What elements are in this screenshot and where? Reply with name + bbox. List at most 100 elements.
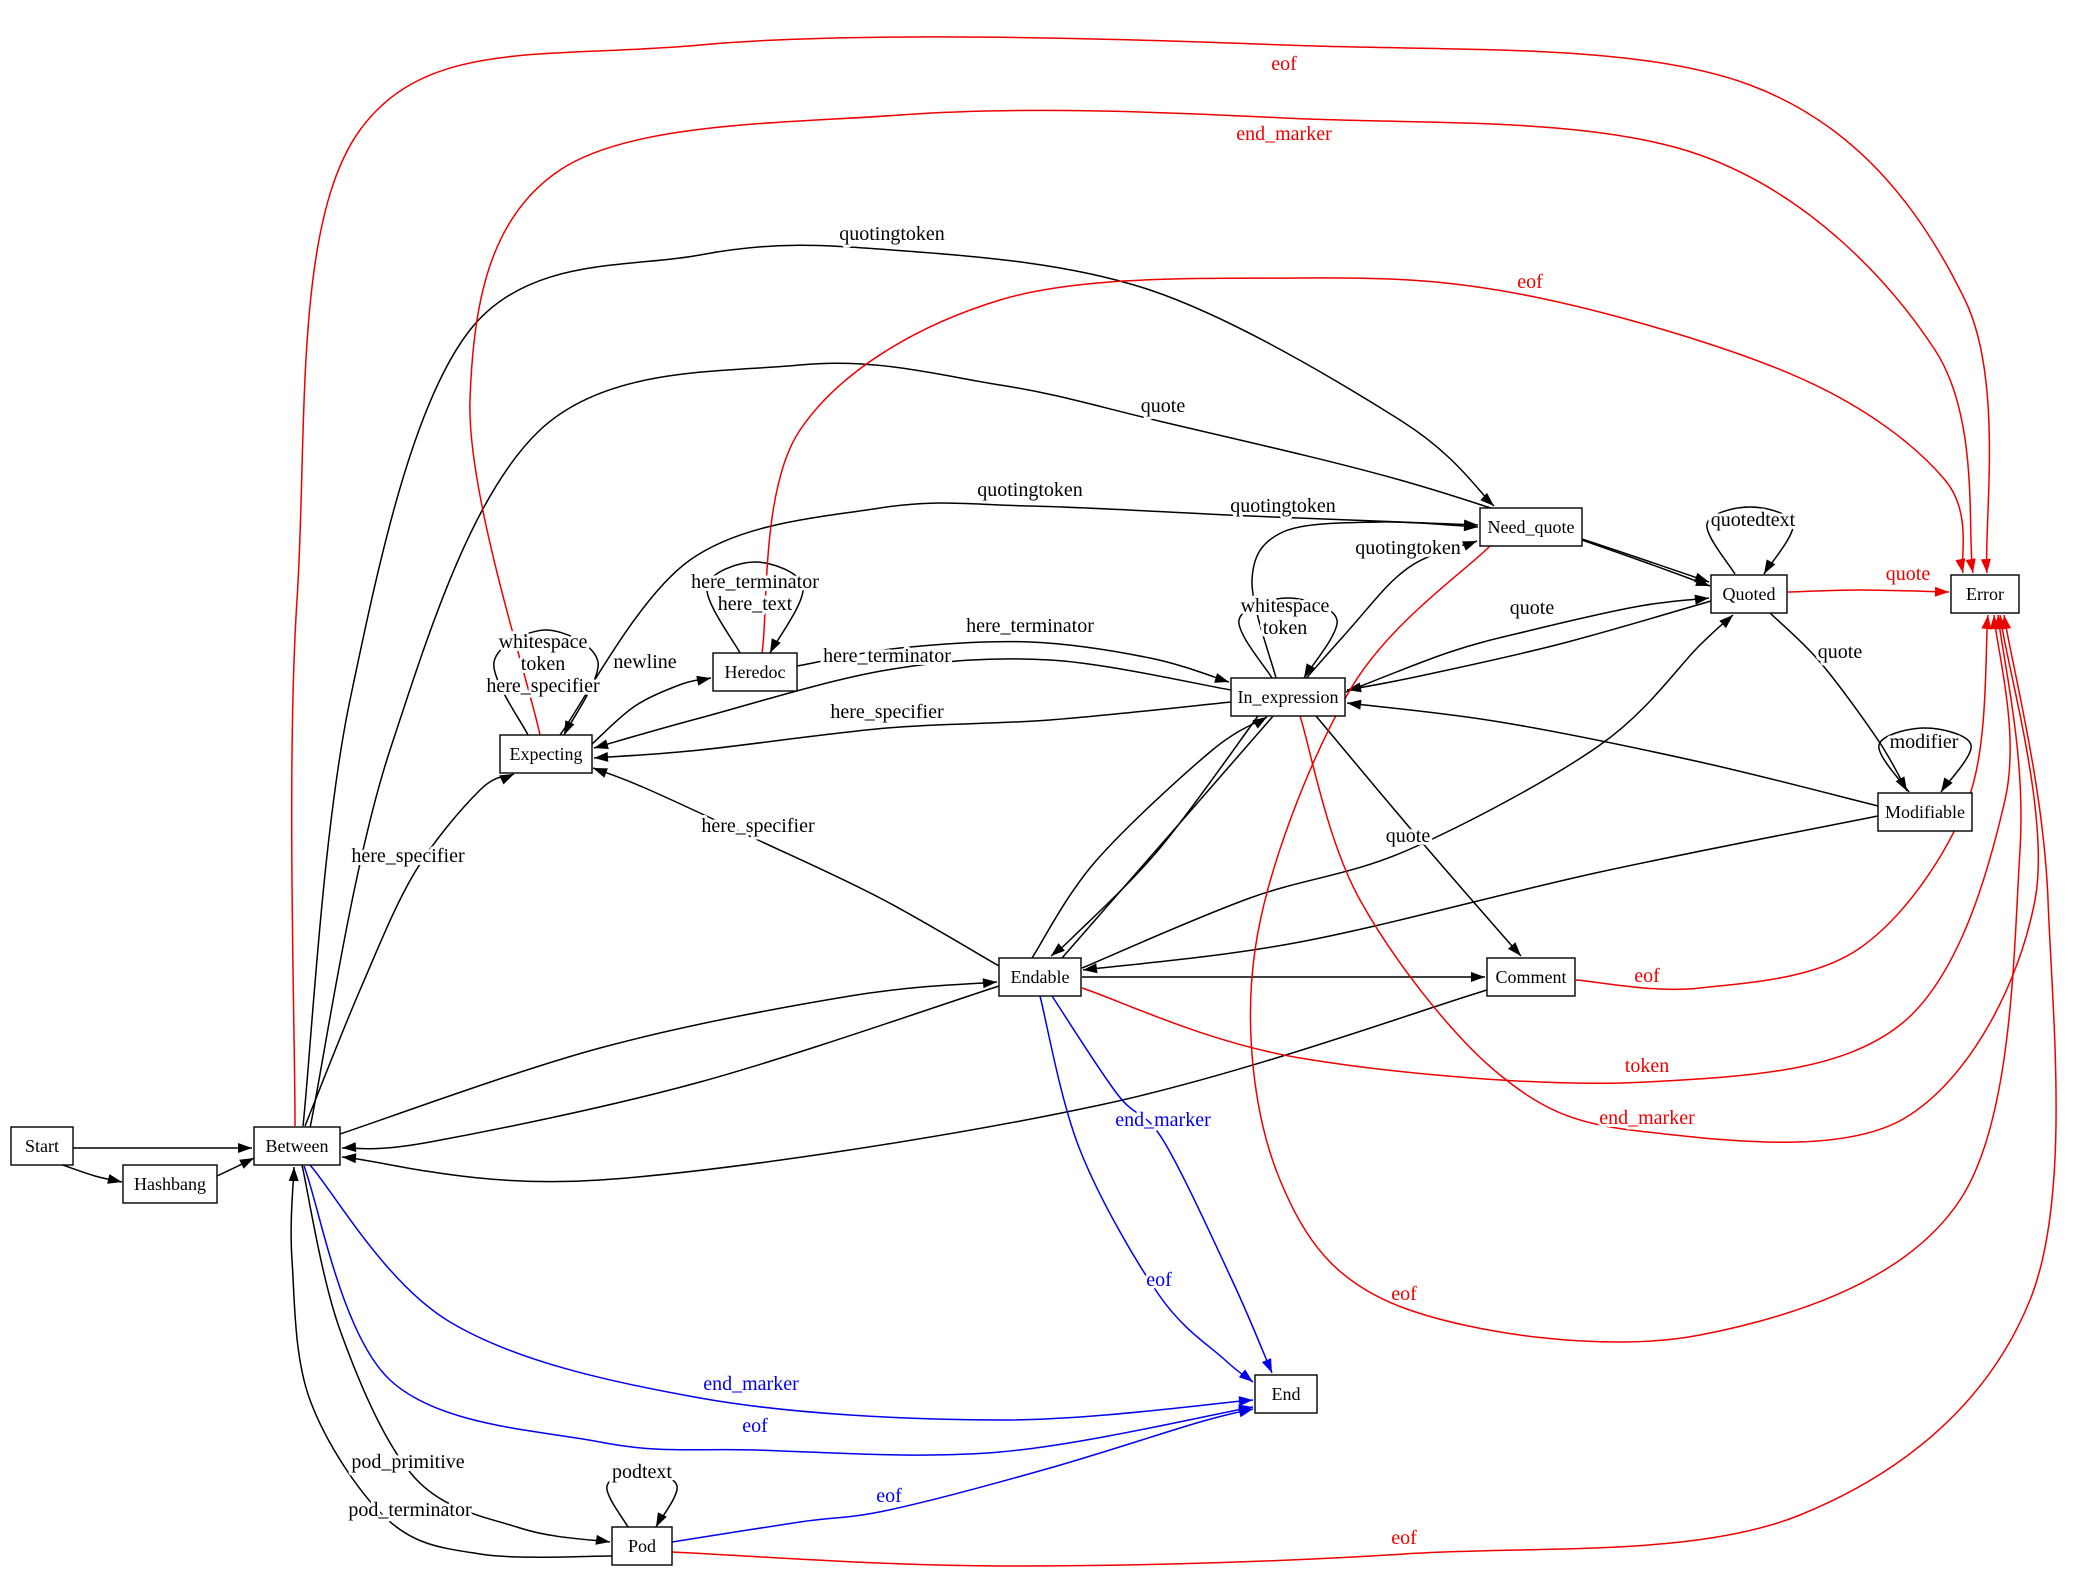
state-label-quoted: Quoted: [1723, 584, 1776, 604]
edge-pod-between-pod_terminator-arrowhead-icon: [288, 1167, 299, 1182]
edge-between-need_quote-quotingtoken-arrowhead-icon: [1480, 492, 1494, 506]
state-label-comment: Comment: [1496, 967, 1567, 987]
edge-pod-end-eof-label: eof: [876, 1485, 902, 1507]
edge-between-quoted-quote-label: quote: [1141, 395, 1186, 417]
edge-expecting-need_quote-quotingtoken-label: quotingtoken: [977, 479, 1083, 501]
state-label-need_quote: Need_quote: [1488, 517, 1575, 537]
edge-expecting-need_quote-quotingtoken: [559, 502, 1479, 736]
edge-comment-between: [341, 989, 1488, 1183]
edge-endable-expecting-here_specifier-arrowhead-icon: [593, 768, 608, 778]
edge-modifiable-in_expression: [1346, 702, 1879, 807]
state-box-need_quote: [1479, 507, 1583, 547]
edge-quoted-quoted-quotedtext-arrowhead-icon: [1764, 559, 1776, 574]
edge-need_quote-quoted: [1581, 539, 1711, 587]
edge-between-need_quote-quotingtoken: [302, 244, 1495, 1127]
edge-modifiable-modifiable-modifier-arrowhead-icon: [1941, 777, 1953, 792]
edge-quoted-error-quote-label: quote: [1886, 563, 1931, 585]
edge-heredoc-heredoc-arrowhead-icon: [770, 638, 781, 653]
state-box-end: [1254, 1374, 1318, 1414]
edge-comment-error-eof-label: eof: [1634, 965, 1660, 987]
edge-endable-quoted-quote-arrowhead-icon: [1719, 615, 1733, 629]
edge-in_expression-endable: [1050, 715, 1259, 957]
state-node-modifiable: Modifiable: [1877, 792, 1973, 832]
edge-between-pod-pod_primitive-label: pod_primitive: [351, 1451, 464, 1473]
edge-endable-comment-arrowhead-icon: [1471, 972, 1485, 982]
state-box-expecting: [499, 734, 593, 774]
edge-modifiable-endable: [1082, 815, 1879, 971]
edge-pod-between-pod_terminator-label: pod_terminator: [348, 1499, 472, 1521]
state-node-between: Between: [253, 1126, 341, 1166]
edge-quoted-error-quote-arrowhead-icon: [1934, 586, 1949, 597]
edge-labels-layer: here_specifier pod_primitive pod_terminato…: [345, 50, 1961, 1552]
edge-pod-error-eof: [671, 614, 2057, 1567]
edge-quoted-error-quote: [1787, 589, 1950, 593]
edge-in_expression-quoted-quote: [1345, 597, 1710, 693]
edge-in_expression-in_expression-arrowhead-icon: [1304, 663, 1316, 678]
edge-between-expecting-here_specifier: [304, 773, 515, 1127]
state-node-start: Start: [10, 1126, 74, 1166]
state-box-comment: [1486, 957, 1576, 997]
edge-pod-end-eof-arrowhead-icon: [1238, 1407, 1253, 1418]
edge-start-hashbang-arrowhead-icon: [107, 1174, 122, 1184]
edge-pod-pod-podtext: [606, 1470, 678, 1528]
edge-endable-expecting-here_specifier-label: here_specifier: [701, 815, 815, 837]
edge-in_expression-need_quote-quotingtoken-label: quotingtoken: [1230, 495, 1336, 517]
edge-in_expression-expecting-here_specifier-arrowhead-icon: [594, 752, 609, 762]
edge-modifiable-in_expression-arrowhead-icon: [1347, 699, 1362, 710]
edge-endable-end-eof-label: eof: [1146, 1269, 1172, 1291]
edge-between-endable: [339, 981, 998, 1135]
edge-heredoc-in_expression-here_terminator-arrowhead-icon: [1214, 673, 1229, 683]
edge-endable-quoted-quote-label: quote: [1386, 825, 1431, 847]
state-label-pod: Pod: [628, 1536, 656, 1556]
edge-endable-in_expression: [1031, 716, 1268, 959]
state-node-end: End: [1254, 1374, 1318, 1414]
state-node-pod: Pod: [611, 1526, 673, 1566]
edge-in_expression-in_expression: [1238, 597, 1338, 679]
edge-pod-between-pod_terminator: [290, 1166, 613, 1558]
edge-between-expecting-here_specifier-label: here_specifier: [351, 845, 465, 867]
edge-in_expression-expecting-here_specifier: [593, 701, 1232, 759]
state-box-hashbang: [122, 1164, 218, 1204]
edge-endable-between: [341, 985, 1000, 1150]
state-node-in_expression: In_expression: [1230, 677, 1346, 717]
edge-quoted-modifiable-quote-arrowhead-icon: [1895, 776, 1907, 791]
edge-need_quote-quoted-arrowhead-icon: [1695, 576, 1710, 586]
edge-in_expression-quoted-quote-arrowhead-icon: [1694, 594, 1709, 605]
edge-endable-expecting-here_specifier: [592, 767, 1000, 967]
edge-endable-end-end_marker: [1051, 995, 1273, 1374]
edge-endable-between-arrowhead-icon: [342, 1142, 357, 1152]
edge-expecting-heredoc-newline-label: newline: [613, 651, 676, 673]
edge-need_quote-error-eof-arrowhead-icon: [1994, 615, 2005, 630]
state-label-expecting: Expecting: [510, 744, 583, 764]
edge-in_expression-expecting-here_terminator-label: here_terminator: [823, 645, 951, 667]
state-label-between: Between: [266, 1136, 329, 1156]
edge-pod-end-eof: [671, 1408, 1254, 1543]
edge-heredoc-error-eof-label: eof: [1517, 271, 1543, 293]
edge-in_expression-expecting-here_terminator-arrowhead-icon: [594, 739, 609, 749]
edge-between-end-eof-label: eof: [742, 1415, 768, 1437]
edge-modifiable-modifiable-modifier-label: modifier: [1890, 731, 1959, 753]
state-node-expecting: Expecting: [499, 734, 593, 774]
edge-expecting-error-end_marker-label: end_marker: [1236, 123, 1332, 145]
edge-endable-error-token: [1081, 614, 2011, 1084]
state-node-quoted: Quoted: [1710, 574, 1788, 614]
state-box-quoted: [1710, 574, 1788, 614]
edge-between-end-end_marker: [309, 1164, 1254, 1421]
edge-in_expression-quoted-quote-label: quote: [1510, 597, 1555, 619]
edge-between-pod-pod_primitive: [301, 1164, 611, 1543]
edge-between-quoted-quote: [309, 362, 1710, 1129]
edge-expecting-heredoc-newline-arrowhead-icon: [696, 675, 711, 686]
state-label-start: Start: [25, 1136, 59, 1156]
edge-in_expression-error-end_marker-label: end_marker: [1599, 1107, 1695, 1129]
edge-endable-quoted-quote: [1081, 614, 1734, 969]
state-label-endable: Endable: [1011, 967, 1070, 987]
state-label-in_expression: In_expression: [1238, 687, 1339, 707]
edge-in_expression-comment-arrowhead-icon: [1508, 942, 1521, 956]
edge-heredoc-heredoc: [706, 561, 804, 654]
edge-between-error-eof: [290, 36, 1991, 1127]
edge-pod-error-eof-arrowhead-icon: [2001, 615, 2012, 630]
state-node-heredoc: Heredoc: [712, 652, 798, 692]
edge-start-between-arrowhead-icon: [238, 1143, 252, 1153]
